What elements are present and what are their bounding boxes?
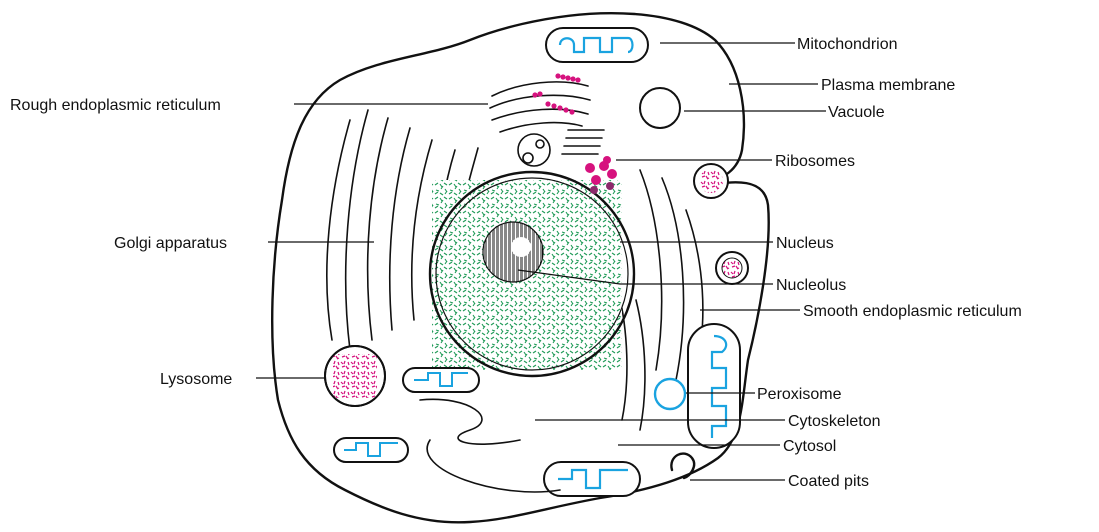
label-smooth-er: Smooth endoplasmic reticulum [803, 303, 1022, 320]
lysosome-large [325, 346, 385, 406]
label-coated-pits: Coated pits [788, 473, 869, 490]
mitochondrion-top [546, 28, 648, 62]
inner-membrane-fold [427, 440, 560, 492]
ribosome-dots [532, 73, 617, 194]
label-peroxisome: Peroxisome [757, 386, 842, 403]
cytoskeleton-shape [420, 399, 520, 444]
vesicle [518, 134, 550, 166]
nucleolus-core [511, 237, 531, 257]
label-nucleus: Nucleus [776, 235, 834, 252]
label-mitochondrion: Mitochondrion [797, 36, 898, 53]
label-vacuole: Vacuole [828, 104, 885, 121]
label-nucleolus: Nucleolus [776, 277, 846, 294]
lysosome-right-mid [716, 252, 748, 284]
vesicle [536, 140, 544, 148]
mitochondrion-bottom-left [334, 438, 408, 462]
label-cytoskeleton: Cytoskeleton [788, 413, 881, 430]
mitochondrion-left [403, 368, 479, 392]
lysosome-right-top [694, 164, 728, 198]
label-golgi-apparatus: Golgi apparatus [114, 235, 227, 252]
coated-pit-shape [671, 454, 694, 478]
peroxisome-shape [655, 379, 685, 409]
label-rough-er: Rough endoplasmic reticulum [10, 97, 221, 114]
label-ribosomes: Ribosomes [775, 153, 855, 170]
vesicle [523, 153, 533, 163]
vacuole-shape [640, 88, 680, 128]
er-lines [562, 130, 604, 154]
rough-er-shape [490, 82, 590, 132]
mitochondrion-right [688, 324, 740, 448]
label-cytosol: Cytosol [783, 438, 836, 455]
label-lysosome: Lysosome [160, 371, 232, 388]
label-plasma-membrane: Plasma membrane [821, 77, 955, 94]
